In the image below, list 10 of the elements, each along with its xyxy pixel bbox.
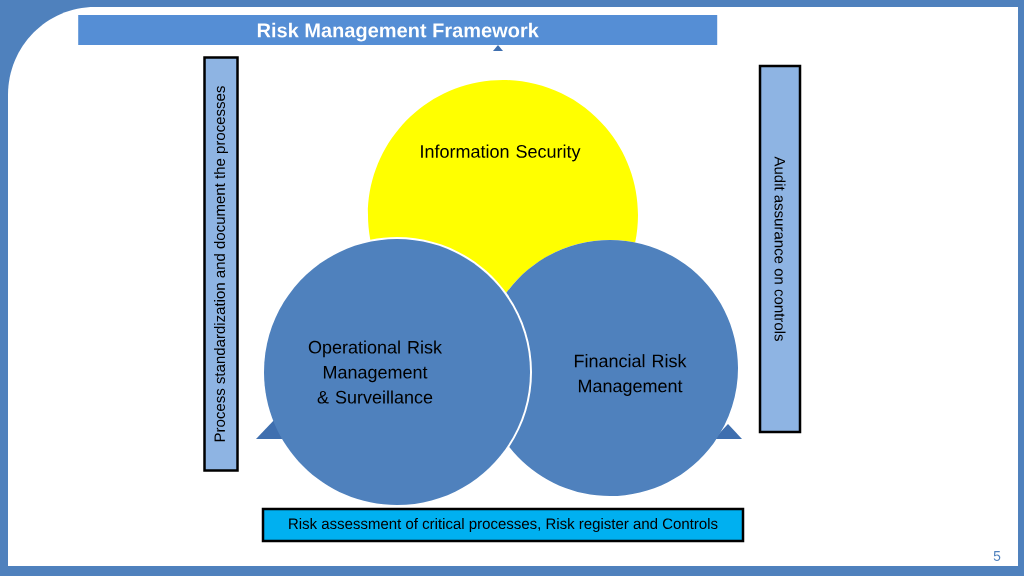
node-label: Financial Risk Management (574, 354, 687, 396)
circle-segment: Information Security (368, 80, 638, 293)
page-number: 5 (993, 551, 1001, 561)
node-label: Operational Risk Management & Surveillance (308, 340, 443, 404)
side-bar: Process standardization and document the processes (203, 56, 239, 472)
circle-segment: Financial Risk Management (506, 240, 738, 496)
title-bar: Risk Management Framework (78, 15, 718, 45)
side-bar: Audit assurance on controls (758, 64, 802, 434)
bottom-bar: Risk assessment of critical processes, Risk register and Controls (261, 507, 745, 543)
circle-segment: Operational Risk Management & Surveillance (264, 239, 530, 505)
